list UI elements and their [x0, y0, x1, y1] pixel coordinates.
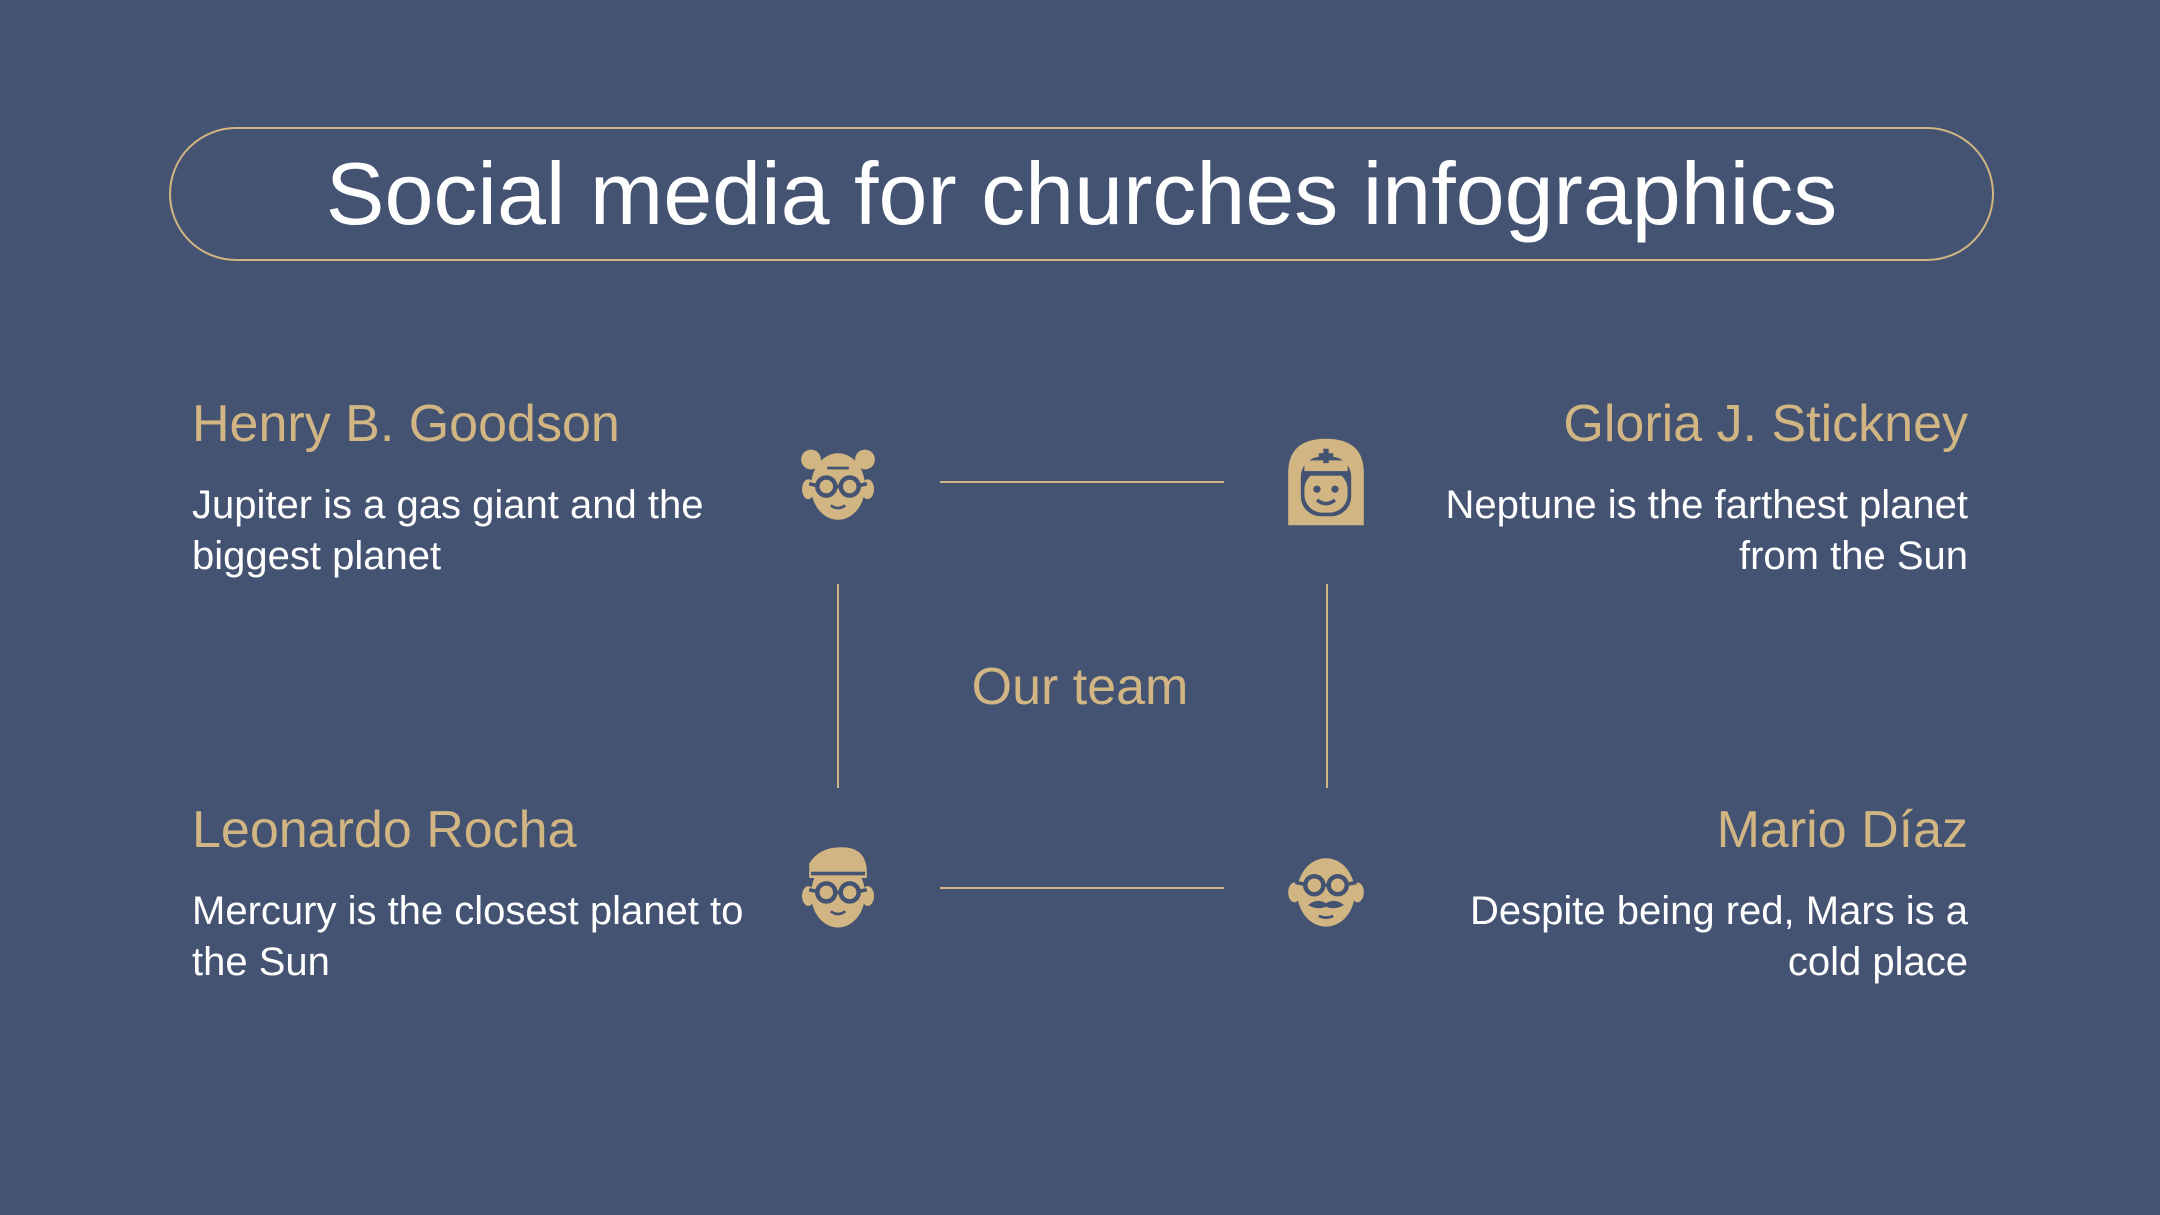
member-name: Mario Díaz — [1716, 801, 1968, 859]
team-member-card: Henry B. Goodson Jupiter is a gas giant … — [192, 392, 752, 582]
connector-line-bottom — [940, 887, 1224, 889]
member-name: Leonardo Rocha — [192, 801, 577, 859]
man-glasses-mustache-icon — [1281, 842, 1371, 932]
team-member-card: Leonardo Rocha Mercury is the closest pl… — [192, 798, 752, 988]
member-description: Mercury is the closest planet to the Sun — [192, 889, 744, 984]
connector-line-right — [1326, 584, 1328, 788]
team-member-card: Gloria J. Stickney Neptune is the farthe… — [1408, 392, 1968, 582]
team-member-card: Mario Díaz Despite being red, Mars is a … — [1408, 798, 1968, 988]
member-description: Jupiter is a gas giant and the biggest p… — [192, 483, 704, 578]
connector-line-top — [940, 481, 1224, 483]
young-man-glasses-icon — [793, 842, 883, 932]
center-label: Our team — [971, 658, 1189, 716]
nurse-icon — [1281, 437, 1371, 527]
connector-line-left — [837, 584, 839, 788]
member-description: Neptune is the farthest planet from the … — [1445, 483, 1968, 578]
member-description: Despite being red, Mars is a cold place — [1469, 889, 1968, 984]
member-name: Henry B. Goodson — [192, 395, 620, 453]
page-title: Social media for churches infographics — [325, 144, 1838, 243]
member-name: Gloria J. Stickney — [1563, 395, 1968, 453]
elderly-man-glasses-icon — [793, 437, 883, 527]
title-banner: Social media for churches infographics — [169, 127, 1994, 261]
